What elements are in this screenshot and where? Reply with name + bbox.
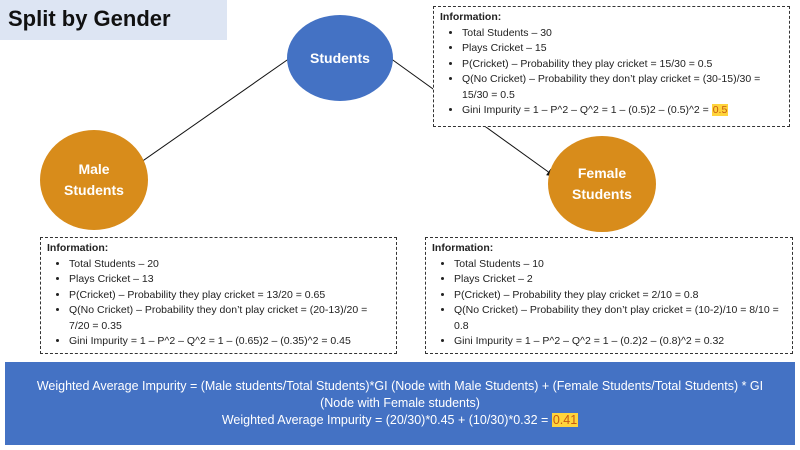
list-item: Q(No Cricket) – Probability they don’t p… [69,303,390,334]
list-item: Total Students – 20 [69,257,390,273]
gini-highlight: 0.5 [711,104,729,116]
info-box-female: Information: Total Students – 10 Plays C… [425,237,793,354]
list-item: Plays Cricket – 13 [69,272,390,288]
node-male-label: Male Students [64,161,124,198]
list-item: Plays Cricket – 2 [454,272,786,288]
node-students-label: Students [310,49,370,66]
list-item: P(Cricket) – Probability they play crick… [454,288,786,304]
node-students: Students [287,15,393,101]
weighted-impurity-banner: Weighted Average Impurity = (Male studen… [5,362,795,445]
list-item-gini: Gini Impurity = 1 – P^2 – Q^2 = 1 – (0.5… [462,103,783,119]
list-item: Total Students – 30 [462,26,783,42]
info-heading: Information: [432,242,494,254]
info-heading: Information: [47,242,109,254]
info-box-male: Information: Total Students – 20 Plays C… [40,237,397,354]
gini-text: Gini Impurity = 1 – P^2 – Q^2 = 1 – (0.5… [462,104,712,116]
title-banner: Split by Gender [0,0,227,40]
list-item: Total Students – 10 [454,257,786,273]
page-title: Split by Gender [8,6,171,31]
node-female-students: Female Students [548,136,656,232]
weighted-calculation: Weighted Average Impurity = (20/30)*0.45… [25,412,775,429]
info-list: Total Students – 30 Plays Cricket – 15 P… [440,26,783,119]
weighted-result-highlight: 0.41 [551,413,579,427]
weighted-formula: Weighted Average Impurity = (Male studen… [36,379,764,410]
list-item: Gini Impurity = 1 – P^2 – Q^2 = 1 – (0.2… [454,334,786,350]
list-item: P(Cricket) – Probability they play crick… [69,288,390,304]
node-female-label: Female Students [572,165,632,202]
list-item: Q(No Cricket) – Probability they don’t p… [462,72,783,103]
info-list: Total Students – 20 Plays Cricket – 13 P… [47,257,390,350]
edge-root-to-male [123,57,291,175]
info-heading: Information: [440,11,502,23]
list-item: Q(No Cricket) – Probability they don’t p… [454,303,786,334]
info-list: Total Students – 10 Plays Cricket – 2 P(… [432,257,786,350]
node-male-students: Male Students [40,130,148,230]
weighted-calc-text: Weighted Average Impurity = (20/30)*0.45… [221,413,552,427]
list-item: Gini Impurity = 1 – P^2 – Q^2 = 1 – (0.6… [69,334,390,350]
info-box-students: Information: Total Students – 30 Plays C… [433,6,790,127]
list-item: P(Cricket) – Probability they play crick… [462,57,783,73]
list-item: Plays Cricket – 15 [462,41,783,57]
